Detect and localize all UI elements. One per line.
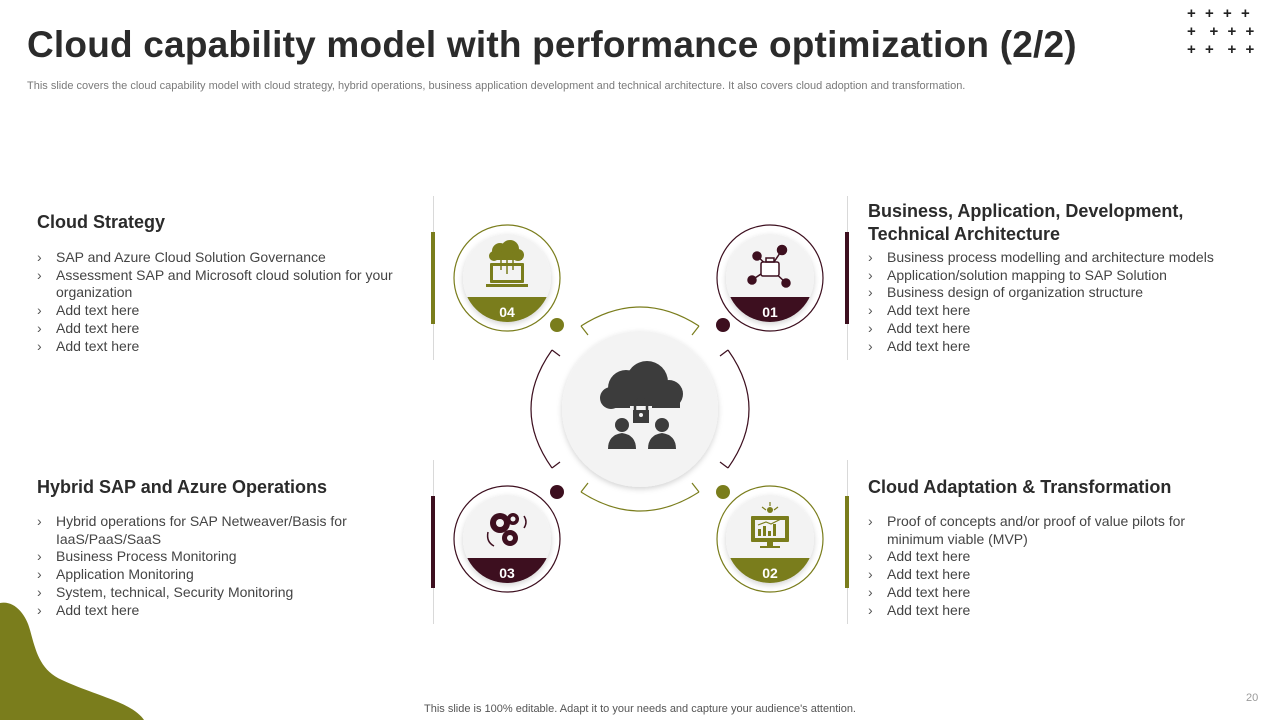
list-item: ›Business Process Monitoring: [37, 548, 237, 565]
page-title: Cloud capability model with performance …: [27, 24, 1077, 65]
list-item: ›Proof of concepts and/or proof of value…: [868, 513, 1186, 547]
hybrid-operations-title: Hybrid SAP and Azure Operations: [37, 477, 328, 497]
presentation-chart-icon: [751, 502, 789, 548]
list-item: ›Business process modelling and architec…: [868, 249, 1214, 265]
badge-02: [716, 485, 824, 593]
badge-01: [716, 224, 824, 332]
chevron-right-icon: ›: [868, 284, 873, 301]
badge-04-number: 04: [499, 304, 515, 320]
business-application-list: ›Business process modelling and architec…: [868, 249, 1268, 355]
list-item: ›Add text here: [868, 601, 971, 618]
list-item: ›Hybrid operations for SAP Netweaver/Bas…: [37, 513, 347, 547]
plus-mark: +: [1209, 23, 1219, 40]
plus-mark: +: [1187, 23, 1196, 40]
connector-dot: [550, 318, 564, 332]
list-item: ›Assessment SAP and Microsoft cloud solu…: [37, 266, 393, 301]
list-item: ›Add text here: [37, 302, 140, 319]
plus-mark: +: [1227, 23, 1237, 40]
connector-dot: [550, 485, 564, 499]
chevron-right-icon: ›: [37, 302, 42, 319]
chevron-right-icon: ›: [868, 583, 873, 600]
briefcase-network-icon: [747, 244, 791, 288]
chevron-right-icon: ›: [37, 601, 42, 618]
cloud-strategy-list: ›SAP and Azure Cloud Solution Governance…: [37, 249, 422, 355]
accent-bar-olive: [431, 232, 435, 324]
list-item: ›Add text here: [868, 583, 971, 600]
olive-blob-decoration: [0, 602, 144, 720]
plus-mark: +: [1205, 41, 1214, 58]
list-item: ›Add text here: [37, 337, 140, 354]
list-item: ›System, technical, Security Monitoring: [37, 583, 294, 600]
cloud-security-people-icon: [600, 361, 683, 449]
plus-mark: +: [1241, 5, 1250, 22]
badge-01-number: 01: [762, 304, 778, 320]
chevron-right-icon: ›: [37, 583, 42, 600]
list-item: ›SAP and Azure Cloud Solution Governance: [37, 249, 326, 265]
chevron-right-icon: ›: [868, 302, 873, 319]
page-subtitle: This slide covers the cloud capability m…: [27, 80, 966, 92]
badge-02-number: 02: [762, 565, 778, 581]
accent-bar-maroon: [431, 496, 435, 588]
list-item: ›Add text here: [868, 566, 971, 583]
chevron-right-icon: ›: [37, 337, 42, 354]
badge-03-number: 03: [499, 565, 515, 581]
chevron-right-icon: ›: [37, 266, 42, 283]
hybrid-operations-list: ›Hybrid operations for SAP Netweaver/Bas…: [37, 513, 397, 619]
gears-icon: [486, 513, 527, 547]
cloud-adaptation-list: ›Proof of concepts and/or proof of value…: [868, 513, 1218, 619]
business-application-title: Business, Application, Development, Tech…: [868, 201, 1184, 244]
arc-segments: [530, 306, 750, 512]
list-item: ›Add text here: [868, 302, 971, 319]
plus-mark: +: [1223, 5, 1232, 22]
chevron-right-icon: ›: [868, 249, 873, 265]
chevron-right-icon: ›: [868, 513, 873, 529]
chevron-right-icon: ›: [37, 513, 42, 529]
connector-dot: [716, 318, 730, 332]
page-number: 20: [1246, 692, 1259, 704]
plus-mark: +: [1205, 5, 1214, 22]
cloud-laptop-icon: [486, 240, 528, 287]
chevron-right-icon: ›: [868, 548, 873, 565]
plus-mark: +: [1245, 23, 1255, 40]
list-item: ›Add text here: [37, 319, 140, 336]
chevron-right-icon: ›: [37, 249, 42, 265]
plus-pattern-decoration: +++++ +++++ ++: [1187, 5, 1267, 59]
chevron-right-icon: ›: [868, 566, 873, 583]
footer-note: This slide is 100% editable. Adapt it to…: [424, 703, 856, 715]
chevron-right-icon: ›: [868, 266, 873, 283]
cloud-strategy-title: Cloud Strategy: [37, 212, 166, 232]
cloud-adaptation-title: Cloud Adaptation & Transformation: [868, 477, 1172, 497]
chevron-right-icon: ›: [868, 319, 873, 336]
list-item: ›Application Monitoring: [37, 566, 194, 583]
list-item: ›Add text here: [868, 319, 971, 336]
capability-diagram: 04 01 03: [453, 224, 824, 593]
plus-mark: +: [1187, 5, 1196, 22]
chevron-right-icon: ›: [37, 566, 42, 583]
plus-mark: +: [1227, 41, 1237, 58]
badge-03: [453, 485, 561, 593]
plus-mark: +: [1245, 41, 1255, 58]
list-item: ›Add text here: [868, 548, 971, 565]
chevron-right-icon: ›: [37, 319, 42, 336]
list-item: ›Add text here: [37, 601, 140, 618]
chevron-right-icon: ›: [868, 337, 873, 354]
list-item: ›Business design of organization structu…: [868, 284, 1144, 301]
chevron-right-icon: ›: [868, 601, 873, 618]
accent-bar-maroon: [845, 232, 849, 324]
list-item: ›Add text here: [868, 337, 971, 354]
list-item: ›Application/solution mapping to SAP Sol…: [868, 266, 1167, 283]
chevron-right-icon: ›: [37, 548, 42, 565]
plus-mark: +: [1187, 41, 1196, 58]
connector-dot: [716, 485, 730, 499]
badge-04: [453, 224, 561, 332]
accent-bar-olive: [845, 496, 849, 588]
